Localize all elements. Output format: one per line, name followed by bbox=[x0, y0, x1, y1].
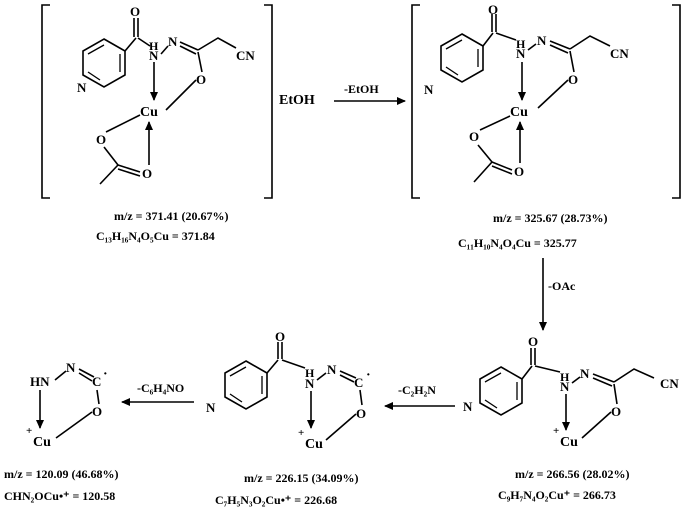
svg-text:N: N bbox=[424, 82, 434, 97]
formula-frag-266: C₉H₇N₄O₂Cu⁺ = 266.73 bbox=[498, 488, 616, 502]
formula-frag-226: C₇H₅N₃O₂Cu•⁺ = 226.68 bbox=[215, 493, 337, 507]
mz-complex-etoh: m/z = 371.41 (20.67%) bbox=[114, 209, 229, 223]
mz-frag-266: m/z = 266.56 (28.02%) bbox=[515, 467, 630, 481]
svg-text:C: C bbox=[92, 374, 101, 389]
svg-text:O: O bbox=[528, 334, 538, 349]
svg-text:N: N bbox=[463, 399, 473, 414]
amide-n: N bbox=[149, 48, 159, 63]
copper-atom: Cu bbox=[140, 105, 158, 120]
svg-text:CN: CN bbox=[660, 376, 679, 391]
svg-text:N: N bbox=[327, 362, 337, 377]
structure-frag-226: N O H N N C · O + Cu bbox=[206, 329, 371, 452]
step-lose-c6h4no: -C₆H₄NO bbox=[137, 381, 184, 395]
svg-text:+: + bbox=[553, 425, 559, 437]
svg-text:N: N bbox=[537, 33, 547, 48]
svg-text:N: N bbox=[580, 366, 590, 381]
step-lose-oac: -OAc bbox=[548, 279, 576, 293]
svg-text:O: O bbox=[611, 404, 621, 419]
bracket-right-2 bbox=[672, 4, 681, 199]
enol-o: O bbox=[196, 72, 206, 87]
svg-text:·: · bbox=[366, 368, 371, 383]
svg-text:H: H bbox=[516, 37, 526, 51]
carbonyl-o: O bbox=[130, 4, 140, 19]
svg-text:N: N bbox=[206, 400, 216, 415]
svg-text:N: N bbox=[516, 46, 526, 61]
nitrile-cn: CN bbox=[236, 48, 255, 63]
svg-text:N: N bbox=[66, 360, 76, 375]
svg-text:HN: HN bbox=[30, 374, 50, 389]
bracket-right bbox=[264, 4, 273, 199]
mz-frag-226: m/z = 226.15 (34.09%) bbox=[244, 471, 359, 485]
formula-frag-120: CHN₂OCu•⁺ = 120.58 bbox=[4, 489, 115, 503]
svg-text:O: O bbox=[275, 329, 285, 344]
svg-text:Cu: Cu bbox=[510, 105, 528, 120]
formula-complex: C₁₁H₁₀N₄O₄Cu = 325.77 bbox=[458, 236, 577, 250]
structure-complex-etoh: N O H N N CN O Cu O O bbox=[41, 4, 273, 199]
pyridine-ring bbox=[82, 38, 126, 88]
svg-text:H: H bbox=[560, 370, 570, 384]
svg-text:O: O bbox=[488, 2, 498, 17]
svg-text:O: O bbox=[469, 129, 479, 144]
mz-frag-120: m/z = 120.09 (46.68%) bbox=[4, 467, 119, 481]
svg-text:C: C bbox=[354, 375, 363, 390]
acetate-o1: O bbox=[96, 132, 106, 147]
svg-text:N: N bbox=[305, 376, 315, 391]
formula-complex-etoh: C₁₃H₁₆N₄O₅Cu = 371.84 bbox=[96, 229, 215, 243]
svg-text:N: N bbox=[560, 379, 570, 394]
svg-text:Cu: Cu bbox=[33, 435, 51, 450]
structure-frag-266: N O H N N CN O + Cu bbox=[463, 334, 679, 450]
mz-complex: m/z = 325.67 (28.73%) bbox=[493, 211, 608, 225]
acetate-o2: O bbox=[142, 166, 152, 181]
bracket-left-2 bbox=[411, 4, 420, 199]
amide-h: H bbox=[149, 39, 159, 53]
svg-text:H: H bbox=[305, 366, 315, 380]
svg-text:+: + bbox=[26, 425, 32, 437]
svg-text:·: · bbox=[103, 367, 108, 382]
structure-complex: N O H N N CN O Cu O O bbox=[411, 2, 681, 199]
step-lose-etoh: -EtOH bbox=[344, 82, 379, 96]
svg-text:O: O bbox=[514, 164, 524, 179]
pyridine-n: N bbox=[77, 80, 87, 95]
svg-text:+: + bbox=[298, 427, 304, 439]
solvent-label: EtOH bbox=[279, 93, 315, 108]
svg-text:CN: CN bbox=[610, 46, 629, 61]
step-lose-c2h2n: -C₂H₂N bbox=[398, 383, 436, 397]
svg-text:Cu: Cu bbox=[560, 435, 578, 450]
svg-text:O: O bbox=[356, 406, 366, 421]
imine-n: N bbox=[168, 34, 178, 49]
svg-text:O: O bbox=[568, 72, 578, 87]
structure-frag-120: HN N C · O + Cu bbox=[26, 360, 108, 450]
svg-text:Cu: Cu bbox=[305, 437, 323, 452]
bracket-left bbox=[41, 4, 50, 199]
svg-text:O: O bbox=[92, 404, 102, 419]
